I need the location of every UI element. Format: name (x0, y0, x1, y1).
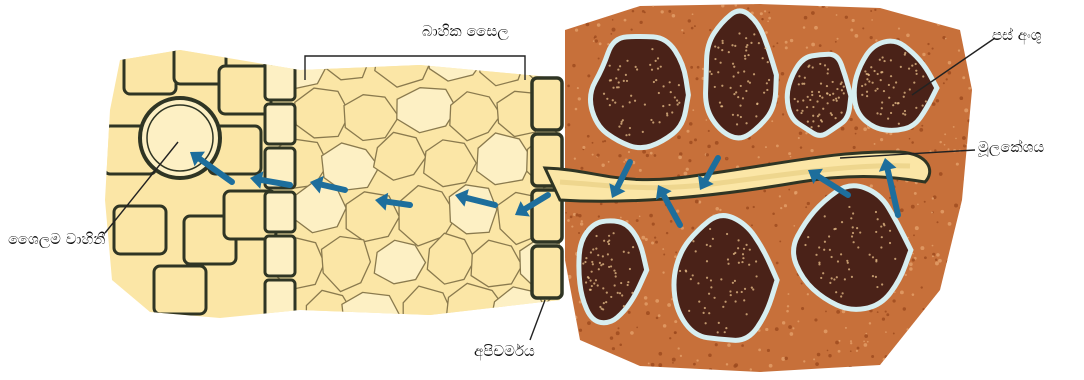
label-cortex-cells: බාහික සෛල (422, 22, 509, 40)
soil-particle-icon (787, 54, 851, 135)
root-tissue (100, 32, 603, 344)
label-soil-particles: පස් අංශු (992, 26, 1041, 44)
label-xylem-vessels: ශෛලම වාහිනී (8, 230, 105, 248)
label-epidermis: අපිචර්මය (474, 342, 535, 360)
label-root-hair: මූලකේශය (978, 138, 1044, 156)
